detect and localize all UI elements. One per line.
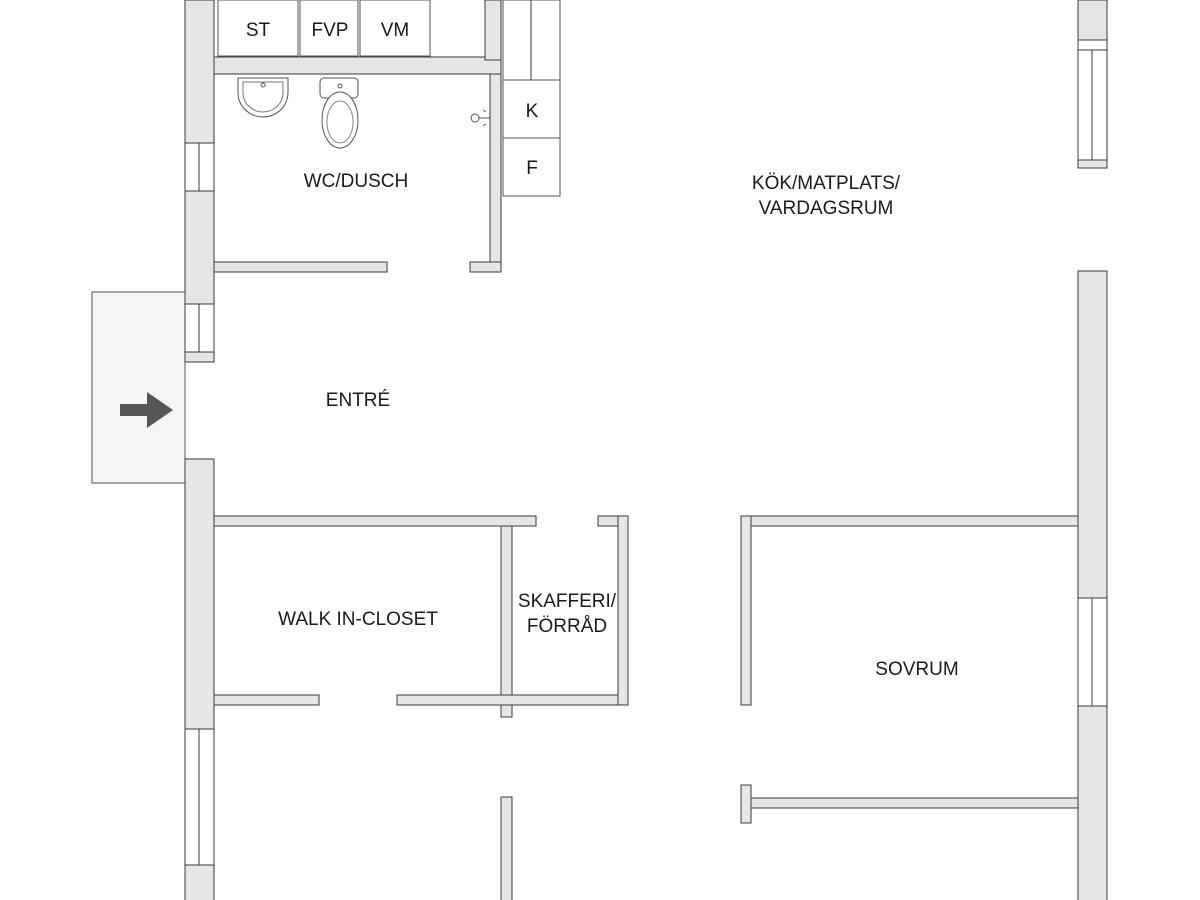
shower-head-icon <box>470 109 490 127</box>
room-label-skafferi-line2: FÖRRÅD <box>527 616 607 637</box>
window-right-1 <box>1077 39 1108 51</box>
wall-bedroom-top <box>740 515 1079 527</box>
wall-right-4 <box>1077 705 1108 900</box>
wall-wc-bottom-left <box>213 261 388 273</box>
wall-closet-bottom-right <box>396 694 629 706</box>
room-label-skafferi-line1: SKAFFERI/ <box>518 591 617 612</box>
appliance-fvp-box <box>299 0 359 57</box>
entrance-arrow-icon <box>120 392 173 428</box>
room-label-sovrum: SOVRUM <box>875 659 958 680</box>
appliance-f-label: F <box>526 158 538 179</box>
wall-closet-bottom-left <box>213 694 320 706</box>
room-label-walk-in: WALK IN-CLOSET <box>278 609 438 630</box>
wall-pantry-right <box>617 515 629 706</box>
wall-lower-partition <box>500 796 513 900</box>
room-label-kok-line2: VARDAGSRUM <box>759 198 894 219</box>
wall-right-top <box>1077 0 1108 41</box>
wall-right-3 <box>1077 270 1108 599</box>
wall-utility-bottom <box>213 56 502 75</box>
wall-utility-right <box>484 0 502 61</box>
appliance-vm-label: VM <box>381 20 410 41</box>
wall-left-3 <box>184 351 215 363</box>
room-label-wc-dusch: WC/DUSCH <box>304 171 409 192</box>
wall-wc-right <box>489 73 502 273</box>
appliance-k-box <box>502 79 561 139</box>
wall-closet-top <box>213 515 537 527</box>
appliance-fvp-label: FVP <box>312 20 349 41</box>
wall-bedroom-bottom <box>750 797 1079 809</box>
room-label-entre: ENTRÉ <box>326 390 390 411</box>
wall-wc-bottom-right <box>469 261 502 273</box>
appliance-f-box <box>502 137 561 197</box>
wall-left-5 <box>184 864 215 900</box>
room-label-kok-line1: KÖK/MATPLATS/ <box>752 173 901 194</box>
appliance-vm-box <box>359 0 431 57</box>
appliance-st-label: ST <box>246 20 271 41</box>
wall-left-4 <box>184 458 215 730</box>
wall-bedroom-left <box>740 515 752 706</box>
wall-bedroom-bottom-post <box>740 784 752 824</box>
wall-closet-right <box>500 525 513 718</box>
washbasin-icon <box>237 77 289 118</box>
wall-left-2 <box>184 190 215 305</box>
toilet-icon <box>319 77 359 149</box>
wall-left-top <box>184 0 215 144</box>
wall-right-2 <box>1077 159 1108 169</box>
appliance-k-label: K <box>526 101 539 122</box>
appliance-st-box <box>217 0 299 57</box>
entrance-landing <box>91 291 186 484</box>
